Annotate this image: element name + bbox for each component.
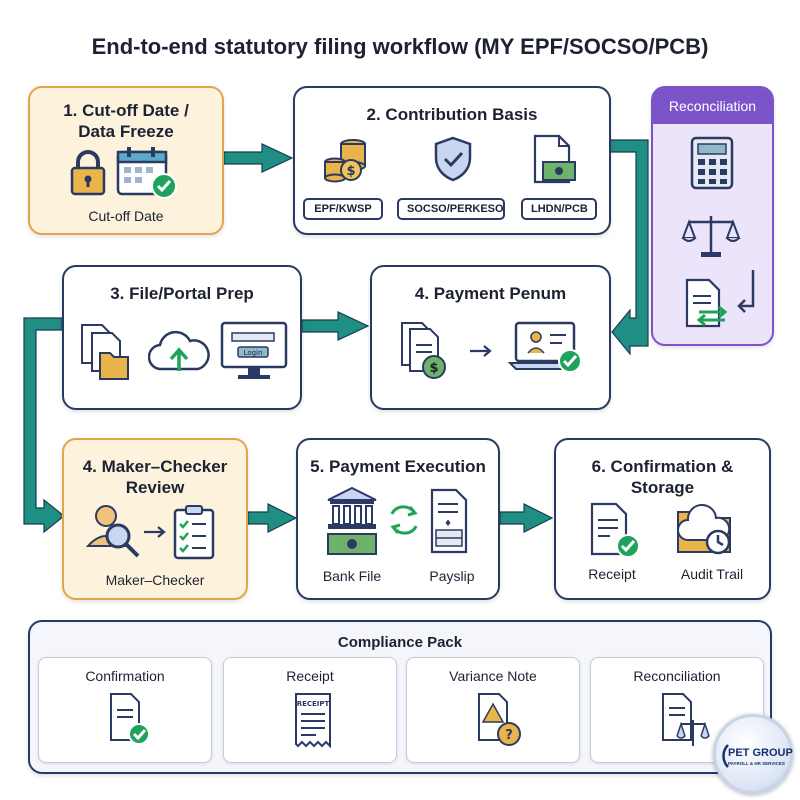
step-cutoff-title-line2: Data Freeze	[78, 122, 174, 141]
compliance-card-confirmation: Confirmation	[38, 657, 212, 763]
login-button-label: Login	[244, 349, 263, 357]
arrow-cutoff-to-contribution	[223, 143, 294, 173]
document-scales-icon	[662, 693, 710, 746]
step-maker-caption: Maker–Checker	[105, 572, 205, 588]
coins-icon: $	[324, 139, 366, 183]
compliance-card-variance-note: Variance Note ?	[406, 657, 580, 763]
arrow-maker-to-execution	[247, 503, 298, 533]
arrow-portal-to-payment-penum	[301, 311, 370, 341]
documents-folder-icon	[81, 324, 129, 380]
tag-epf: EPF/KWSP	[303, 198, 383, 220]
calendar-check-icon	[116, 147, 177, 199]
step-confirmation-title-line1: 6. Confirmation &	[591, 457, 734, 476]
exchange-arrows-icon	[390, 505, 418, 535]
diagram-title: End-to-end statutory filing workflow (MY…	[91, 34, 709, 59]
reconciliation-panel: Reconciliation	[651, 86, 774, 346]
receipt-icon: RECEIPT	[295, 693, 331, 749]
cloud-folder-clock-icon	[677, 503, 731, 555]
compliance-card-label: Confirmation	[85, 668, 165, 684]
step-execution-title: 5. Payment Execution	[310, 457, 486, 476]
compliance-card-label: Reconciliation	[633, 668, 721, 684]
step-cutoff-box: 1. Cut-off Date / Data Freeze Cut-off Da…	[28, 86, 224, 235]
step-confirmation-box: 6. Confirmation & Storage Receipt Audit …	[554, 438, 771, 600]
svg-text:$: $	[346, 164, 355, 179]
calculator-icon	[690, 136, 734, 190]
monitor-login-icon: Login	[220, 321, 288, 379]
execution-left-caption: Bank File	[322, 568, 382, 584]
laptop-user-icon	[508, 321, 583, 373]
brand-subtitle: PAYROLL & HR SERVICES	[728, 761, 785, 766]
user-magnifier-icon	[86, 505, 140, 558]
tag-socso: SOCSO/PERKESO	[397, 198, 505, 220]
document-dollar-icon: $	[401, 322, 446, 379]
step-maker-title-line2: Review	[125, 478, 185, 497]
arrow-contribution-to-payment-penum	[609, 139, 649, 356]
arrow-execution-to-confirmation	[499, 503, 554, 533]
compliance-card-label: Receipt	[286, 668, 334, 684]
compliance-pack-title: Compliance Pack	[337, 634, 463, 651]
step-maker-checker-box: 4. Maker–Checker Review Maker–Checker	[62, 438, 248, 600]
svg-text:$: $	[429, 361, 438, 376]
receipt-icon-text: RECEIPT	[297, 700, 330, 708]
bank-icon	[327, 486, 377, 555]
brand-name: PET GROUP	[728, 747, 793, 759]
document-money-icon	[533, 134, 576, 184]
brand-logo-mark-icon	[722, 744, 729, 768]
svg-text:♦: ♦	[444, 519, 452, 529]
execution-right-caption: Payslip	[429, 568, 475, 584]
reconciliation-title: Reconciliation	[668, 98, 757, 114]
step-payment-penum-box: 4. Payment Penum $	[370, 265, 611, 410]
brand-logo-badge: PET GROUP PAYROLL & HR SERVICES	[713, 714, 793, 794]
step-payment-penum-title: 4. Payment Penum	[414, 284, 567, 303]
step-maker-title-line1: 4. Maker–Checker	[82, 457, 228, 476]
step-contribution-box: 2. Contribution Basis $ EPF/KWSP SOCSO/P…	[293, 86, 611, 235]
confirmation-left-caption: Receipt	[588, 566, 636, 582]
loop-arrow-icon	[737, 270, 755, 313]
step-portal-box: 3. File/Portal Prep Login	[62, 265, 302, 410]
svg-text:?: ?	[505, 728, 513, 743]
step-cutoff-title-line1: 1. Cut-off Date /	[63, 101, 189, 120]
step-execution-box: 5. Payment Execution ♦ Bank File Payslip	[296, 438, 500, 600]
cloud-upload-icon	[148, 330, 210, 371]
document-warning-icon: ?	[478, 693, 521, 746]
compliance-card-receipt: Receipt RECEIPT	[223, 657, 397, 763]
step-cutoff-caption: Cut-off Date	[88, 208, 164, 224]
tag-lhdn: LHDN/PCB	[521, 198, 597, 220]
document-check-icon	[110, 693, 150, 745]
arrow-portal-to-maker-checker	[23, 317, 65, 534]
confirmation-right-caption: Audit Trail	[680, 566, 744, 582]
checklist-icon	[173, 505, 215, 560]
scales-icon	[681, 216, 741, 257]
step-contribution-title: 2. Contribution Basis	[366, 105, 538, 124]
compliance-card-label: Variance Note	[449, 668, 537, 684]
document-exchange-icon	[685, 278, 728, 328]
arrow-right-icon	[470, 345, 492, 357]
receipt-check-icon	[590, 502, 640, 558]
step-portal-title: 3. File/Portal Prep	[110, 284, 254, 303]
padlock-icon	[70, 150, 106, 196]
shield-check-icon	[434, 136, 472, 182]
arrow-right-icon	[144, 526, 166, 538]
payslip-icon: ♦	[430, 488, 468, 554]
step-confirmation-title-line2: Storage	[630, 478, 695, 497]
